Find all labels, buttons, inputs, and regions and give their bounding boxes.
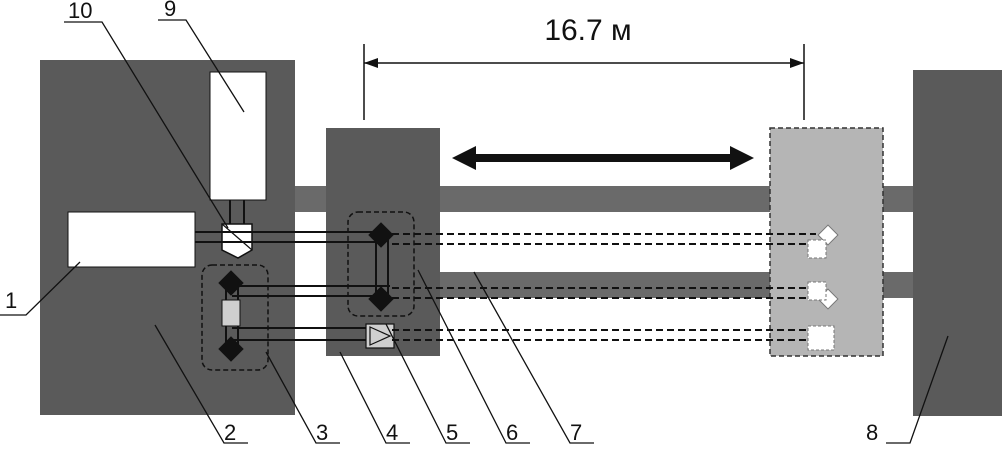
end-block (913, 70, 1002, 416)
prism-group-3 (201, 264, 269, 371)
callout-3: 3 (316, 420, 328, 445)
ghost-reflector-b (807, 281, 827, 301)
leader-9 (158, 19, 245, 113)
splitter-diagonal (221, 223, 253, 251)
leader-6 (417, 269, 530, 444)
box-9 (209, 71, 267, 201)
leader-7 (473, 271, 594, 444)
callout-9: 9 (164, 0, 176, 21)
prism-3-mid (221, 299, 241, 327)
movement-arrow-left-head (452, 146, 476, 170)
callout-10: 10 (68, 0, 92, 23)
prism-6a (368, 222, 394, 248)
callout-8: 8 (866, 420, 878, 445)
callout-7: 7 (570, 420, 582, 445)
dimension-arrow-right (790, 58, 804, 68)
movement-arrow-right-head (730, 146, 754, 170)
callout-5: 5 (446, 420, 458, 445)
leader-5 (385, 323, 470, 444)
callout-2: 2 (224, 420, 236, 445)
distance-label: 16.7 м (544, 14, 631, 47)
callout-6: 6 (506, 420, 518, 445)
leader-10 (64, 21, 229, 229)
callout-4: 4 (386, 420, 398, 445)
leader-2 (154, 324, 248, 444)
box-1 (67, 211, 196, 268)
prism-group-6 (347, 211, 415, 317)
dimension-arrow-left (364, 58, 378, 68)
reflector-5 (365, 323, 395, 349)
ghost-reflector-a (807, 239, 827, 259)
leader-3 (265, 351, 340, 444)
ghost-reflector-c (807, 325, 835, 351)
prism-6b (368, 286, 394, 312)
leader-1 (0, 261, 81, 316)
prism-3b (218, 336, 244, 362)
leader-8 (886, 335, 949, 444)
prism-3a (218, 270, 244, 296)
reflector-5-triangle (369, 326, 392, 346)
callout-1: 1 (5, 288, 17, 313)
leader-4 (339, 351, 410, 444)
